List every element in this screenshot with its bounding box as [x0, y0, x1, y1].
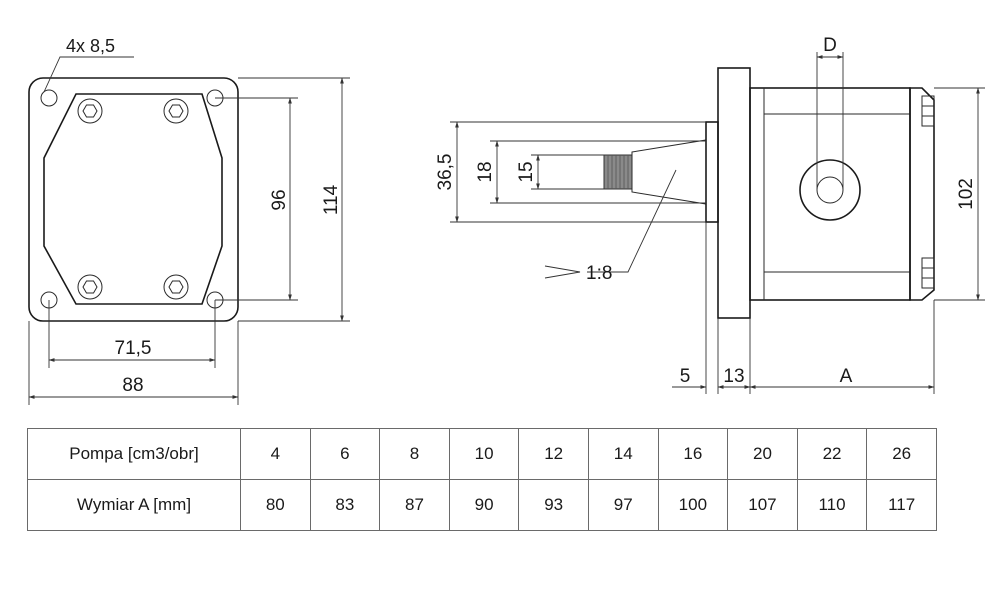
- bolt-heads: [77, 98, 189, 300]
- row-label-dimension: Wymiar A [mm]: [27, 479, 241, 531]
- table-cell: 6: [309, 428, 381, 480]
- dim-bolt-pitch-y: 96: [269, 189, 290, 210]
- end-cap: [909, 87, 935, 301]
- side-view: D 102 36,5 18 15 1:8 5 13 A: [435, 35, 985, 394]
- flange-outline: [28, 77, 239, 322]
- dim-collar-length: 5: [680, 366, 691, 387]
- table-cell: 107: [727, 479, 798, 531]
- dim-flange-width: 88: [122, 375, 143, 396]
- row-label-pump: Pompa [cm3/obr]: [27, 428, 241, 480]
- tapered-shaft: [631, 139, 707, 205]
- dim-collar-diameter: 36,5: [435, 154, 456, 191]
- shaft-collar: [705, 121, 719, 223]
- dim-taper: 1:8: [586, 263, 612, 284]
- table-cell: 8: [379, 428, 450, 480]
- table-cell: 93: [518, 479, 589, 531]
- port-inner: [816, 176, 844, 204]
- dim-port: D: [823, 35, 837, 56]
- table-cell: 80: [240, 479, 311, 531]
- table-cell: 26: [866, 428, 937, 480]
- table-cell: 10: [448, 428, 520, 480]
- shaft-thread: [603, 154, 633, 190]
- table-cell: 12: [518, 428, 589, 480]
- pump-body-octagon: [43, 93, 223, 305]
- pump-body: [749, 87, 911, 301]
- taper-symbol: [544, 265, 581, 279]
- mounting-holes: [40, 89, 224, 309]
- table-cell: 90: [448, 479, 520, 531]
- front-view: 4x 8,5 96 114 71,5 88: [28, 36, 350, 405]
- table-row: Pompa [cm3/obr] 4 6 8 10 12 14 16 20 22 …: [27, 428, 937, 480]
- table-cell: 22: [796, 428, 868, 480]
- table-cell: 87: [379, 479, 450, 531]
- table-cell: 20: [727, 428, 798, 480]
- dim-shaft-diameter: 18: [475, 161, 496, 182]
- table-cell: 97: [587, 479, 659, 531]
- table-cell: 16: [657, 428, 729, 480]
- dim-flange-thickness: 13: [723, 366, 744, 387]
- dim-holes: 4x 8,5: [66, 36, 115, 56]
- table-cell: 83: [309, 479, 381, 531]
- table-row: Wymiar A [mm] 80 83 87 90 93 97 100 107 …: [27, 479, 937, 531]
- table-cell: 110: [796, 479, 868, 531]
- table-cell: 117: [866, 479, 937, 531]
- spec-table: Pompa [cm3/obr] 4 6 8 10 12 14 16 20 22 …: [27, 428, 937, 531]
- dim-flange-height: 114: [321, 184, 342, 215]
- table-cell: 4: [240, 428, 311, 480]
- side-flange: [717, 67, 751, 319]
- port-outer: [799, 159, 861, 221]
- dim-thread-diameter: 15: [516, 161, 537, 182]
- dim-body-height: 102: [956, 178, 977, 210]
- dim-body-length: A: [840, 366, 853, 387]
- table-cell: 14: [587, 428, 659, 480]
- table-cell: 100: [657, 479, 729, 531]
- dim-bolt-pitch-x: 71,5: [115, 338, 152, 359]
